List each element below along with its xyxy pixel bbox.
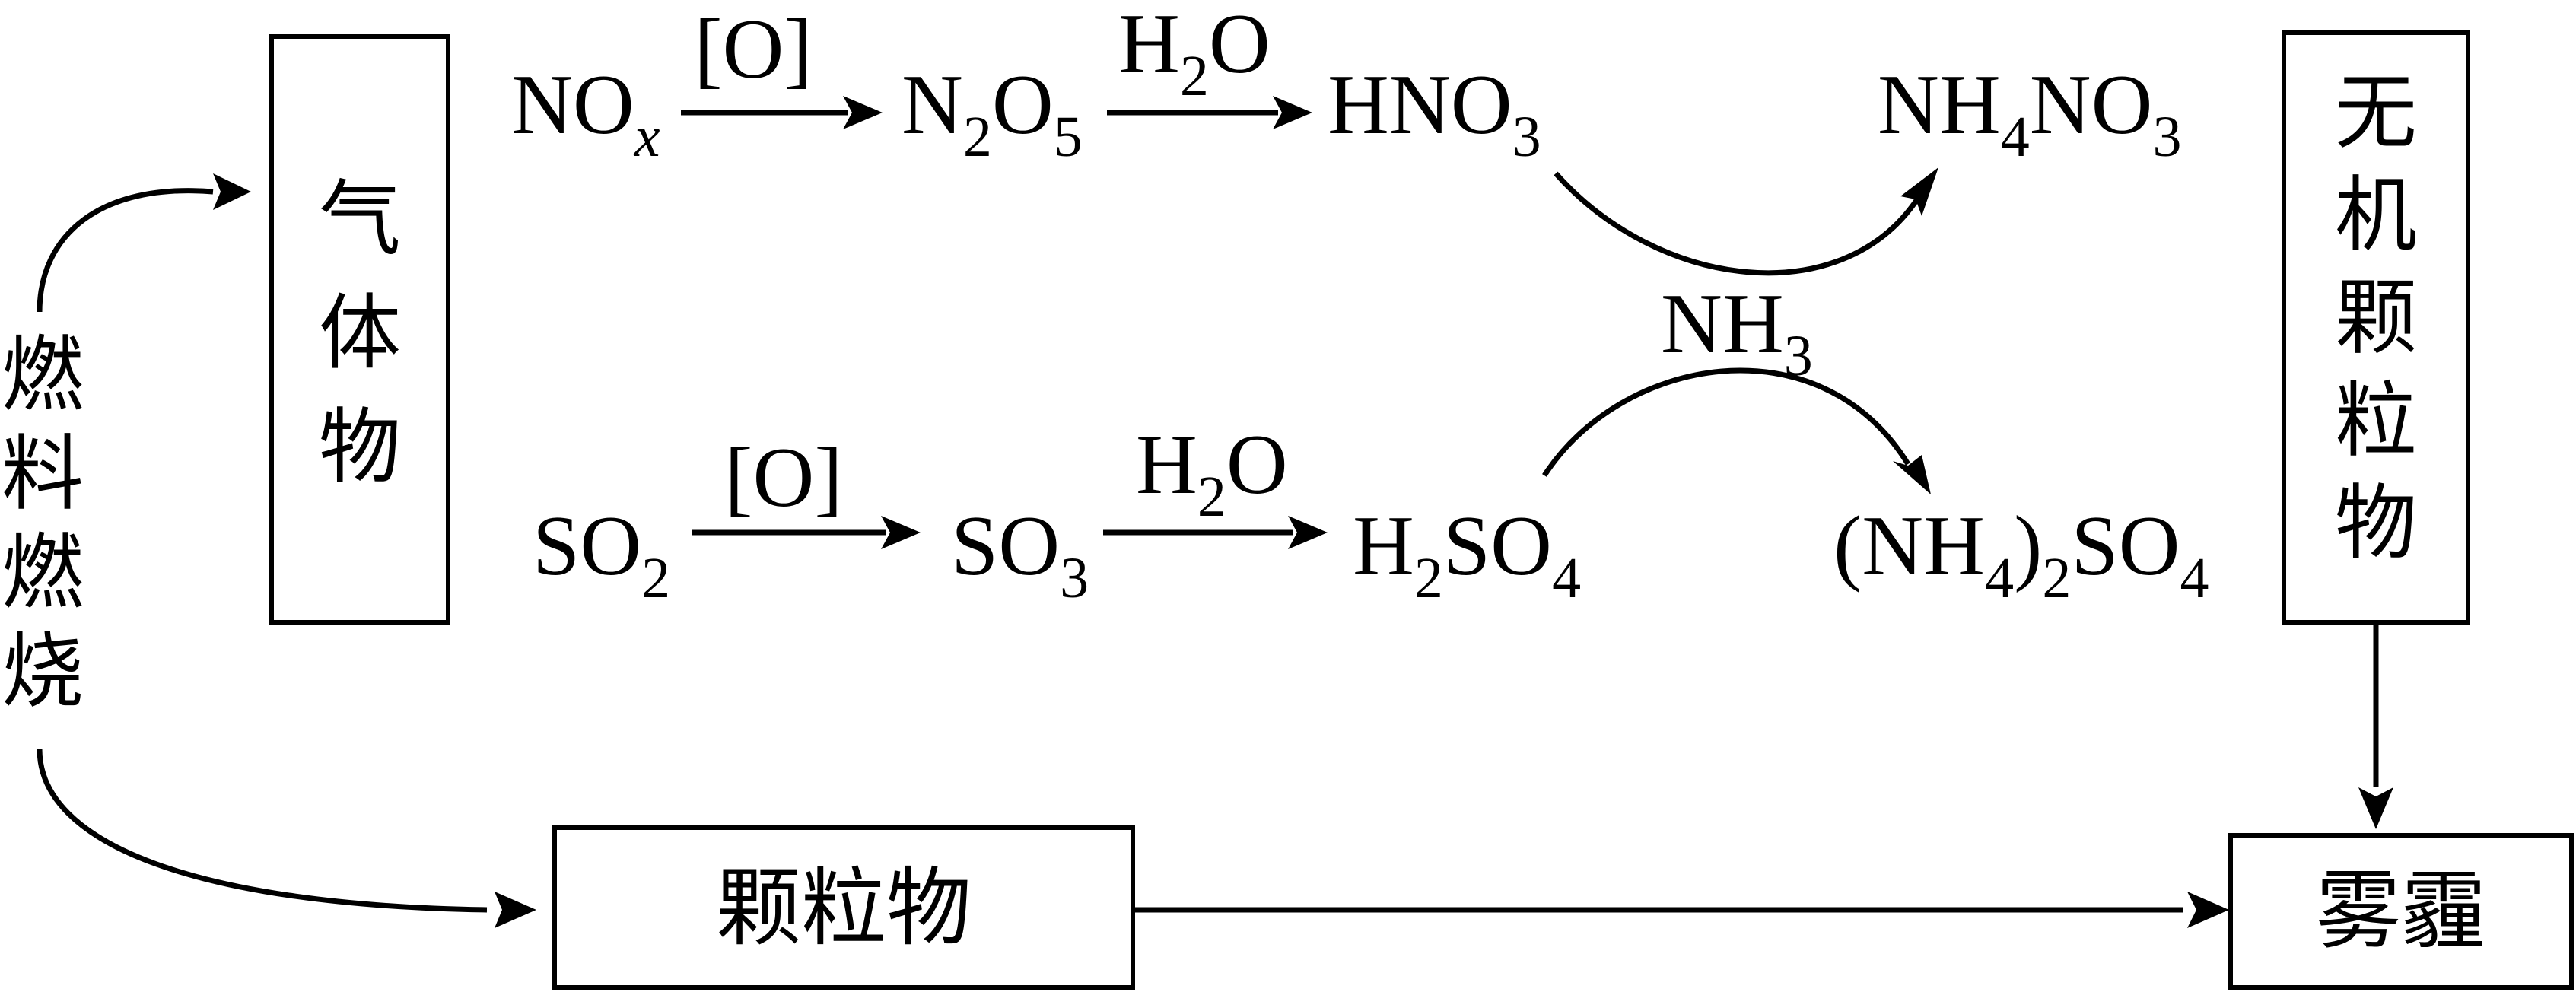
particulate-label: 颗粒物 [716,859,972,958]
haze-label: 雾霾 [2316,862,2486,961]
inorganic-particulate-label: 无 机 颗 粒 物 [2335,65,2417,571]
svg-text:粒: 粒 [2335,374,2417,469]
arrow-h2so4-to-nh4-2so4 [1542,367,1931,494]
species-so2: SO2 [533,499,670,610]
svg-text:料: 料 [2,427,84,522]
arrow-source-to-particulate [37,749,536,928]
arrow-so2-to-so3 [692,516,921,549]
svg-text:物: 物 [2335,476,2417,571]
species-nh4no3: NH4NO3 [1878,58,2182,169]
arrow-particulate-to-haze [1133,892,2229,928]
arrow-label-oxidant-bottom: [O] [724,431,842,525]
species-h2so4: H2SO4 [1353,499,1581,610]
source-label: 燃 料 燃 烧 [2,328,84,720]
species-nh4-2so4: (NH4)2SO4 [1833,499,2209,610]
gaseous-box [269,34,450,625]
arrow-hno3-to-nh4no3 [1554,167,1938,276]
arrow-inorganic-to-haze [2358,622,2393,829]
species-n2o5: N2O5 [902,58,1083,169]
svg-text:燃: 燃 [2,328,84,423]
arrow-label-oxidant-top: [O] [694,2,812,97]
arrow-source-to-gaseous [37,173,251,313]
species-hno3: HNO3 [1328,58,1541,169]
gaseous-label: 气 体 物 [319,172,401,495]
arrow-nox-to-n2o5 [681,96,883,129]
species-so3: SO3 [951,499,1089,610]
svg-text:无: 无 [2335,65,2417,161]
svg-text:机: 机 [2335,168,2417,263]
svg-text:气: 气 [319,172,401,267]
haze-box [2228,833,2574,990]
svg-text:烧: 烧 [2,625,84,720]
arrow-label-water-top: H2O [1118,0,1271,108]
arrow-label-water-bottom: H2O [1136,418,1288,529]
arrow-so3-to-h2so4 [1103,516,1328,549]
arrow-n2o5-to-hno3 [1107,96,1312,129]
svg-text:物: 物 [319,400,401,495]
species-nox: NOx [511,58,660,169]
svg-text:燃: 燃 [2,526,84,621]
svg-text:颗: 颗 [2335,271,2417,366]
svg-text:体: 体 [319,286,401,381]
